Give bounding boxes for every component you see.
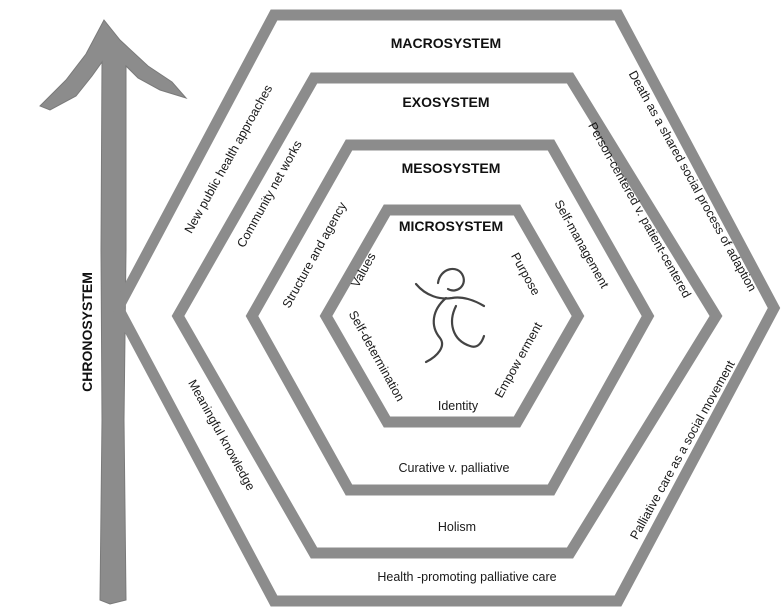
macro-label-health-promoting: Health -promoting palliative care xyxy=(377,570,556,584)
exo-label-holism: Holism xyxy=(438,520,476,534)
meso-label-curative-palliative: Curative v. palliative xyxy=(399,461,510,475)
microsystem-title: MICROSYSTEM xyxy=(399,218,503,234)
chronosystem-label: CHRONOSYSTEM xyxy=(79,272,95,392)
microsystem-hexagon xyxy=(319,204,585,428)
person-figure-icon xyxy=(414,267,486,364)
micro-label-purpose: Purpose xyxy=(508,250,543,298)
macro-label-social-movement: Palliative care as a social movement xyxy=(627,358,738,542)
mesosystem-hexagon xyxy=(245,139,655,496)
macrosystem-title: MACROSYSTEM xyxy=(391,35,501,51)
exosystem-title: EXOSYSTEM xyxy=(402,94,489,110)
macro-label-death-social-process: Death as a shared social process of adap… xyxy=(626,68,760,294)
mesosystem-title: MESOSYSTEM xyxy=(402,160,501,176)
micro-label-identity: Identity xyxy=(438,399,479,413)
chronosystem-arrow xyxy=(39,19,188,605)
macrosystem-hexagon xyxy=(111,9,781,607)
exosystem-hexagon xyxy=(171,72,723,559)
